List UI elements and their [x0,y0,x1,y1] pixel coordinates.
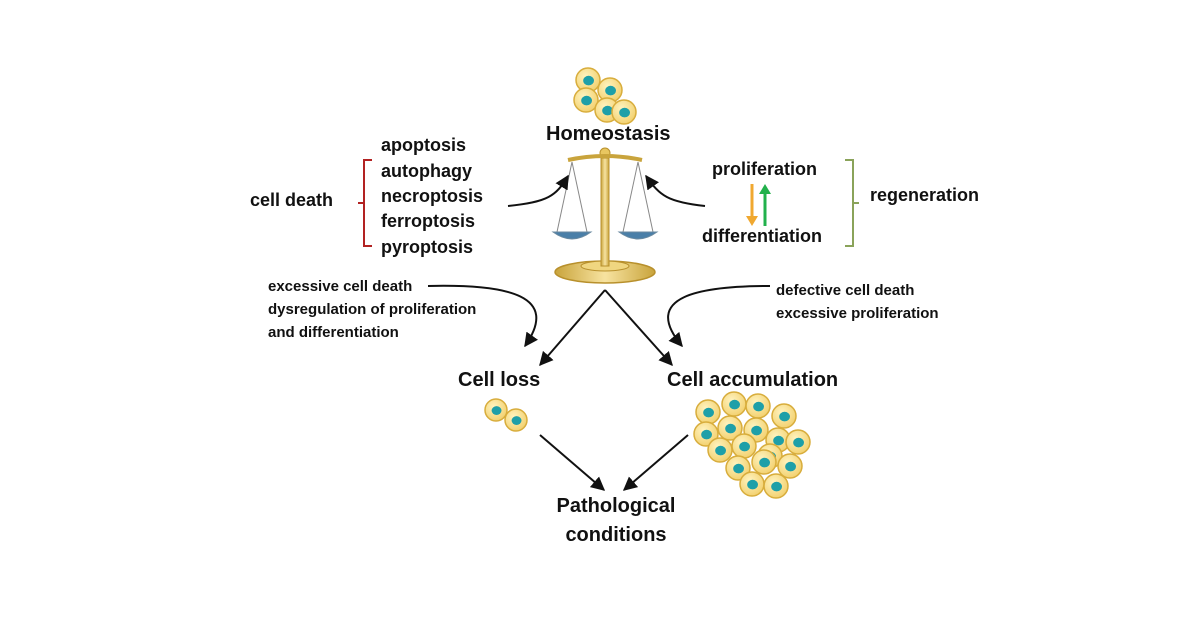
proliferation-differentiation-arrows [746,184,771,226]
cell-icon [763,473,789,499]
cell-death-bracket [358,159,372,247]
cell-icon [573,87,599,113]
left-cause-2: dysregulation of proliferation [268,301,477,318]
cell-icon [504,408,528,432]
left-cause-3: and differentiation [268,324,399,341]
cell-loss-label: Cell loss [458,369,541,391]
right-cause-1: defective cell death [776,282,915,299]
proliferation-label: proliferation [712,159,818,179]
cell-icon [731,433,757,459]
cell-icon [725,455,751,481]
cell-death-to-scale-arrow [507,174,569,207]
cell-icon [693,421,719,447]
cell-death-label: cell death [250,190,334,210]
left-cause-1: excessive cell death [268,278,413,295]
homeostasis-title: Homeostasis [546,123,671,145]
left-causes-arrow [427,284,538,348]
cell-icon [611,99,637,125]
pathological-conditions-line-2: conditions [565,524,667,546]
cell-icon [484,398,508,422]
autophagy-label: autophagy [381,161,473,181]
right-cause-2: excessive proliferation [776,305,939,322]
cell-loss-to-pathology-arrow [539,434,606,491]
regeneration-bracket [845,159,859,247]
scale-to-cell-loss-arrow [539,289,606,367]
right-causes-arrow [667,285,771,348]
cell-loss-cell-cluster [484,398,528,432]
cell-icon [745,393,771,419]
accumulation-to-pathology-arrow [622,434,689,491]
cell-accumulation-cell-cluster [693,391,811,499]
cell-icon [695,399,721,425]
cell-icon [777,453,803,479]
cell-icon [785,429,811,455]
pathological-conditions-line-1: Pathological [556,495,676,517]
cell-accumulation-label: Cell accumulation [667,369,839,391]
scale-to-accumulation-arrow [604,289,673,367]
pyroptosis-label: pyroptosis [381,237,474,257]
cell-icon [721,391,747,417]
ferroptosis-label: ferroptosis [381,211,476,231]
balance-scale-icon [551,147,659,284]
homeostasis-cell-cluster [573,67,637,125]
cell-icon [717,415,743,441]
necroptosis-label: necroptosis [381,186,484,206]
cell-icon [575,67,601,93]
cell-icon [597,77,623,103]
apoptosis-label: apoptosis [381,135,467,155]
cell-icon [707,437,733,463]
regeneration-label: regeneration [870,185,980,205]
cell-icon [751,449,777,475]
cell-icon [739,471,765,497]
differentiation-label: differentiation [702,226,822,246]
cell-icon [771,403,797,429]
regeneration-to-scale-arrow [645,174,706,207]
